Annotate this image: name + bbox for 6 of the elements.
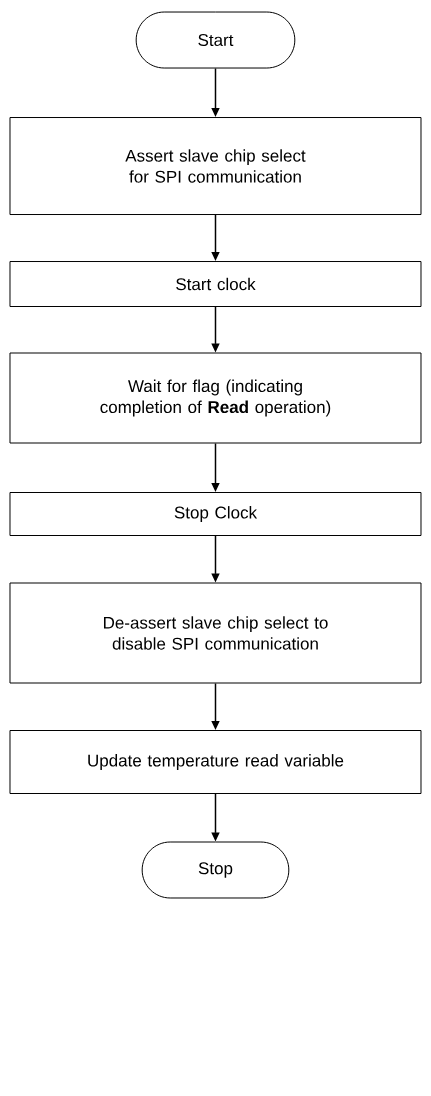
process-box: Stop Clock xyxy=(9,492,422,536)
process-box: Wait for flag (indicating completion of Read operation) xyxy=(9,352,422,444)
process-box: Update temperature read variable xyxy=(9,730,422,794)
process-box: Assert slave chip select for SPI communication xyxy=(9,117,422,215)
process-box: Start clock xyxy=(9,261,422,307)
process-box: De-assert slave chip select to disable SPI communication xyxy=(9,582,422,684)
